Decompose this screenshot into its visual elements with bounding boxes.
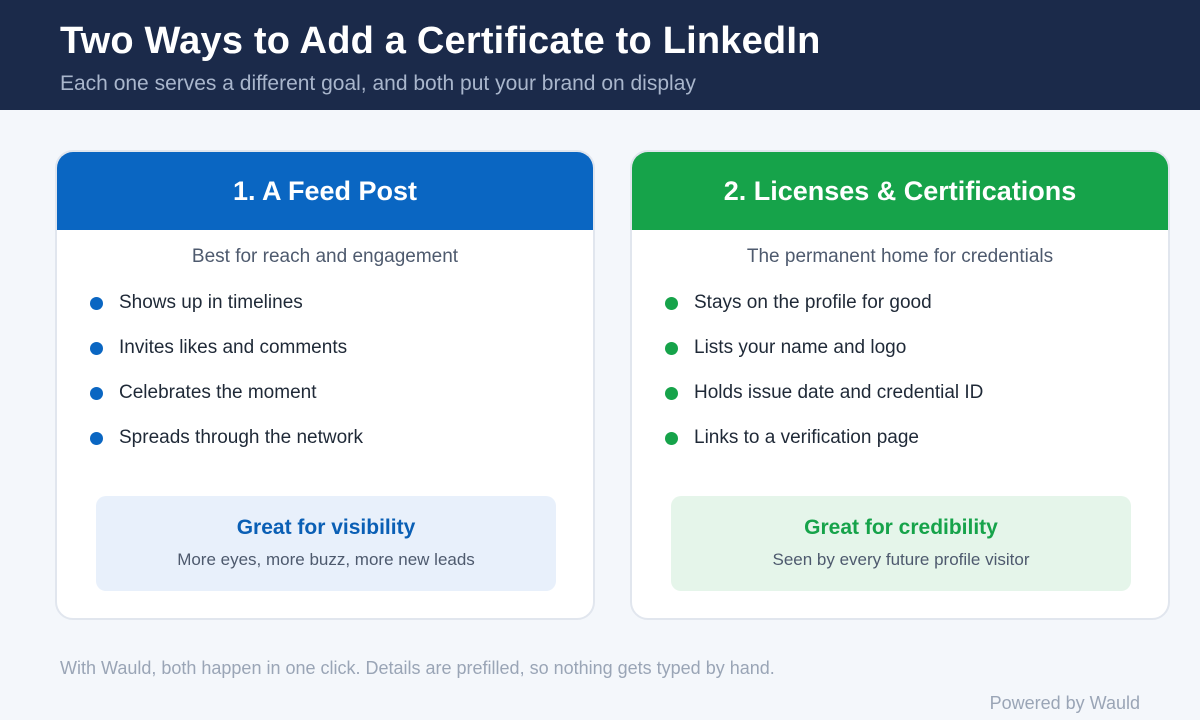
licenses-card-tagline: The permanent home for credentials (746, 246, 1054, 267)
callout-text: Seen by every future profile visitor (772, 550, 1030, 569)
list-item-label: Invites likes and comments (119, 337, 348, 358)
list-item-label: Celebrates the moment (119, 382, 317, 403)
visibility-callout: Great for visibility More eyes, more buz… (96, 496, 556, 591)
list-item-label: Lists your name and logo (694, 337, 907, 358)
list-item-label: Holds issue date and credential ID (694, 382, 984, 403)
bullet-dot-icon (90, 432, 103, 445)
list-item-label: Spreads through the network (119, 427, 363, 448)
credibility-callout: Great for credibility Seen by every futu… (671, 496, 1131, 591)
licenses-certifications-card: 2. Licenses & Certifications The permane… (630, 150, 1170, 620)
bullet-dot-icon (665, 387, 678, 400)
page-subtitle: Each one serves a different goal, and bo… (60, 72, 696, 95)
bullet-dot-icon (665, 432, 678, 445)
callout-title: Great for visibility (236, 516, 416, 539)
licenses-card-title: 2. Licenses & Certifications (632, 152, 1168, 230)
feed-post-card-title: 1. A Feed Post (57, 152, 593, 230)
feed-post-benefits-list: Shows up in timelines Invites likes and … (57, 291, 593, 471)
powered-by-label: Powered by Wauld (989, 693, 1140, 713)
list-item-label: Links to a verification page (694, 427, 919, 448)
list-item: Links to a verification page (632, 426, 1168, 471)
list-item: Invites likes and comments (57, 336, 593, 381)
feed-post-card: 1. A Feed Post Best for reach and engage… (55, 150, 595, 620)
bullet-dot-icon (665, 297, 678, 310)
callout-title: Great for credibility (804, 516, 998, 539)
licenses-benefits-list: Stays on the profile for good Lists your… (632, 291, 1168, 471)
callout-text: More eyes, more buzz, more new leads (177, 550, 475, 569)
list-item: Holds issue date and credential ID (632, 381, 1168, 426)
bullet-dot-icon (90, 387, 103, 400)
list-item: Shows up in timelines (57, 291, 593, 336)
bullet-dot-icon (665, 342, 678, 355)
list-item-label: Stays on the profile for good (694, 292, 932, 313)
list-item: Lists your name and logo (632, 336, 1168, 381)
bullet-dot-icon (90, 297, 103, 310)
bullet-dot-icon (90, 342, 103, 355)
list-item: Stays on the profile for good (632, 291, 1168, 336)
list-item-label: Shows up in timelines (119, 292, 303, 313)
feed-post-card-tagline: Best for reach and engagement (191, 246, 459, 267)
footnote: With Wauld, both happen in one click. De… (60, 658, 775, 678)
list-item: Spreads through the network (57, 426, 593, 471)
list-item: Celebrates the moment (57, 381, 593, 426)
page-title: Two Ways to Add a Certificate to LinkedI… (60, 20, 821, 62)
page-header: Two Ways to Add a Certificate to LinkedI… (0, 0, 1200, 110)
